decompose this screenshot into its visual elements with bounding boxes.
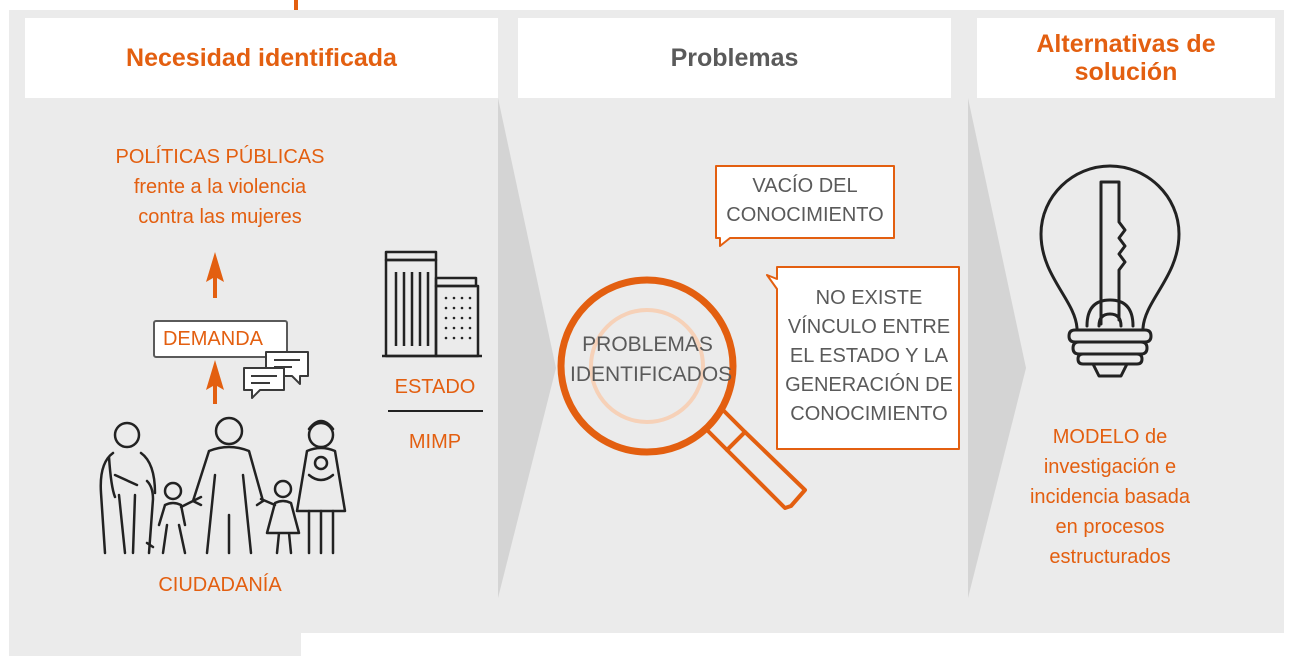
up-arrow-icon [206,360,224,404]
up-arrow-icon [206,252,224,298]
panel-tab [9,633,301,656]
header-need: Necesidad identificada [25,18,498,98]
buildings-icon [382,250,482,358]
no-link-text: NO EXISTE VÍNCULO ENTRE EL ESTADO Y LA G… [785,287,953,425]
chevron-arrow-icon [498,98,556,598]
model-text: MODELO de investigación e incidencia bas… [1029,426,1191,568]
lightbulb-key-icon [1039,164,1181,378]
accent-tick [294,0,298,10]
state-label: ESTADO [394,376,476,398]
magnifier-text: PROBLEMAS IDENTIFICADOS [570,333,733,386]
speech-bubble [766,266,960,450]
policies-text: POLÍTICAS PÚBLICAS frente a la violencia… [115,146,325,228]
knowledge-gap-text: VACÍO DEL CONOCIMIENTO [726,175,884,226]
header-solutions: Alternativas de solución [977,18,1275,98]
chevron-arrow-icon [968,98,1026,598]
header-problems: Problemas [518,18,951,98]
ministry-label: MIMP [408,431,462,453]
speech-bubble [715,165,895,247]
chat-bubbles-icon [243,351,309,399]
family-icon [99,416,347,555]
magnifier-icon [557,276,807,510]
demand-label: DEMANDA [162,328,263,350]
citizens-label: CIUDADANÍA [158,574,282,596]
state-divider [388,410,483,412]
